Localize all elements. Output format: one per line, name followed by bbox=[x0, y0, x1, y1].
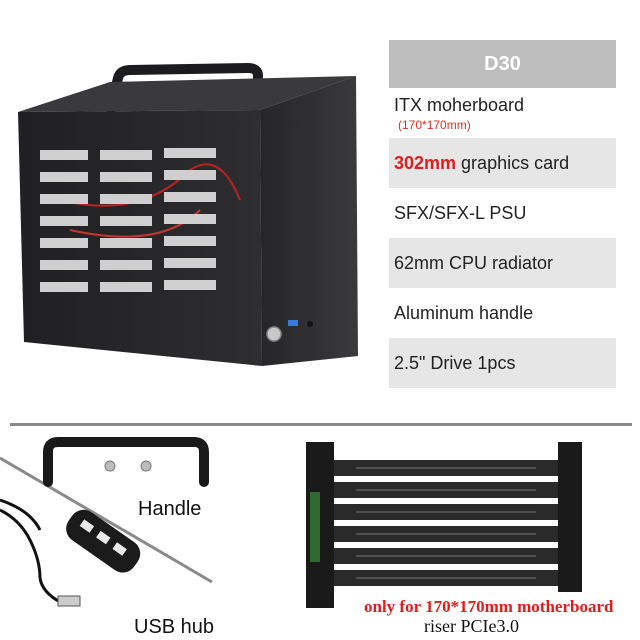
diagonal-divider bbox=[0, 456, 213, 584]
spec-row-cpu-radiator: 62mm CPU radiator bbox=[389, 238, 616, 288]
gpu-length-highlight: 302mm bbox=[394, 152, 457, 173]
riser-cable-image bbox=[306, 442, 582, 608]
model-header: D30 bbox=[389, 40, 616, 88]
spec-table: D30 ITX moherboard (170*170mm) 302mm gra… bbox=[389, 40, 616, 388]
handle-label: Handle bbox=[138, 498, 202, 520]
spec-text: Aluminum handle bbox=[394, 302, 534, 323]
spec-row-psu: SFX/SFX-L PSU bbox=[389, 188, 616, 238]
spec-row-handle: Aluminum handle bbox=[389, 288, 616, 338]
riser-label: riser PCIe3.0 bbox=[424, 616, 519, 636]
pc-case-image bbox=[18, 63, 358, 366]
spec-text: 2.5" Drive 1pcs bbox=[394, 352, 516, 373]
spec-subtext: (170*170mm) bbox=[398, 117, 471, 132]
riser-note: only for 170*170mm motherboard bbox=[364, 597, 614, 616]
spec-row-motherboard: ITX moherboard (170*170mm) bbox=[389, 88, 616, 138]
spec-text: ITX moherboard bbox=[394, 94, 525, 115]
spec-text: SFX/SFX-L PSU bbox=[394, 202, 527, 223]
spec-text: 62mm CPU radiator bbox=[394, 252, 554, 273]
spec-row-gpu: 302mm graphics card bbox=[389, 138, 616, 188]
handle-image bbox=[43, 437, 209, 487]
usb-hub-label: USB hub bbox=[134, 616, 215, 638]
section-divider bbox=[10, 423, 632, 426]
spec-text: graphics card bbox=[456, 152, 570, 173]
spec-row-drive: 2.5" Drive 1pcs bbox=[389, 338, 616, 388]
usb-hub-image bbox=[0, 498, 141, 607]
